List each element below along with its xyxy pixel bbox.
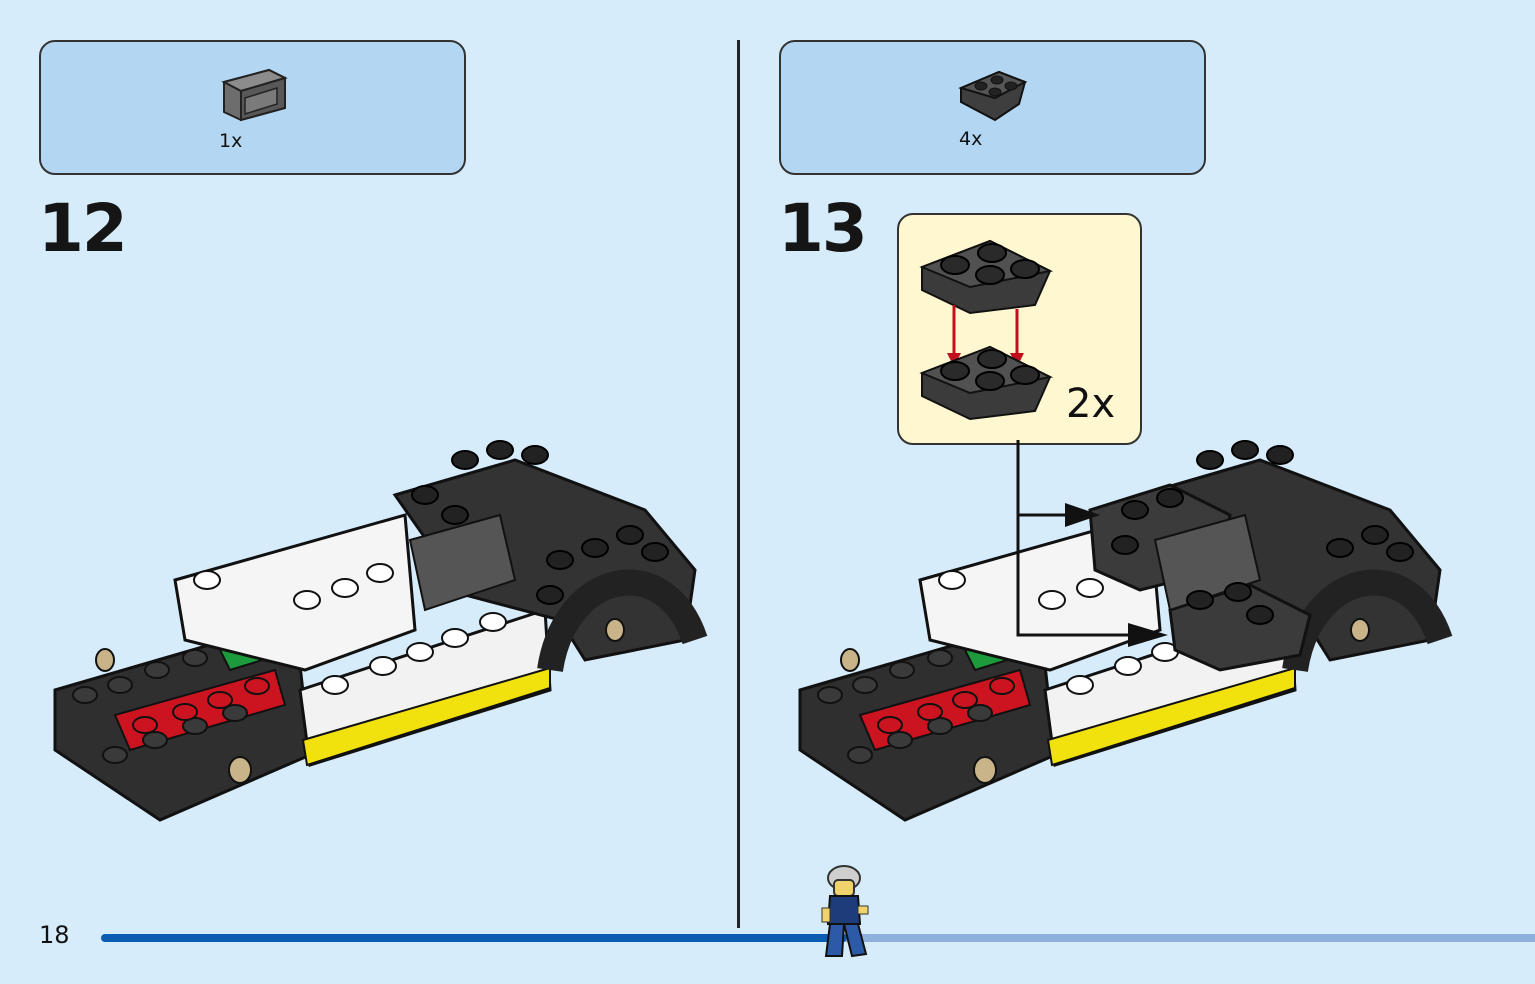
- progress-bar-fill: [101, 934, 847, 942]
- progress-track: [835, 934, 1535, 942]
- car-chassis-illustration-step-13: [798, 440, 1453, 822]
- callout-connector-arrows: [1016, 440, 1168, 647]
- page-number: 18: [39, 921, 70, 949]
- stack-wedge-plates-icon: [919, 239, 1054, 421]
- step-number-13: 13: [778, 190, 868, 267]
- car-chassis-illustration-step-12: [53, 440, 708, 822]
- wedge-plate-icon: [958, 70, 1028, 122]
- step-number-12: 12: [38, 190, 128, 267]
- parts-list-box-step-13: 4x: [779, 40, 1206, 175]
- minifigure-progress-marker-icon: [821, 865, 869, 958]
- parts-list-box-step-12: 1x: [39, 40, 466, 175]
- callout-quantity: 2x: [1066, 381, 1116, 427]
- part-quantity: 1x: [219, 130, 243, 152]
- panel-piece-icon: [221, 68, 288, 122]
- step-divider: [737, 40, 740, 928]
- part-quantity: 4x: [959, 128, 983, 150]
